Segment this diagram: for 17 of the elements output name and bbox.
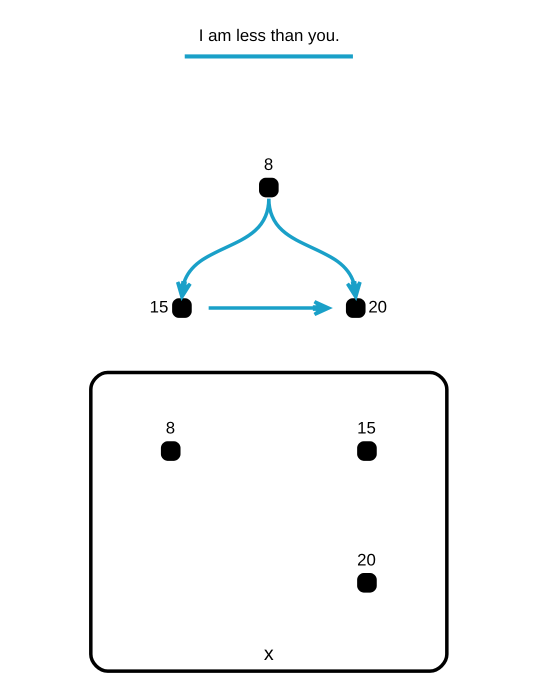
node-circle (160, 441, 181, 461)
node-circle (357, 572, 377, 593)
arrow (208, 300, 330, 316)
legend-label: I am less than you. (198, 26, 340, 46)
node-label: x (264, 643, 274, 666)
node-label: 20 (357, 550, 376, 570)
node-circle (172, 298, 192, 318)
node-label: 8 (264, 155, 274, 174)
node-circle (357, 441, 377, 461)
node-circle (259, 178, 279, 198)
node-label: 20 (368, 297, 388, 316)
cluster (89, 370, 449, 673)
node-label: 15 (150, 297, 168, 316)
node-label: 8 (166, 418, 176, 438)
node-label: 15 (357, 418, 376, 438)
node-circle (346, 298, 366, 318)
arrow (267, 198, 362, 299)
